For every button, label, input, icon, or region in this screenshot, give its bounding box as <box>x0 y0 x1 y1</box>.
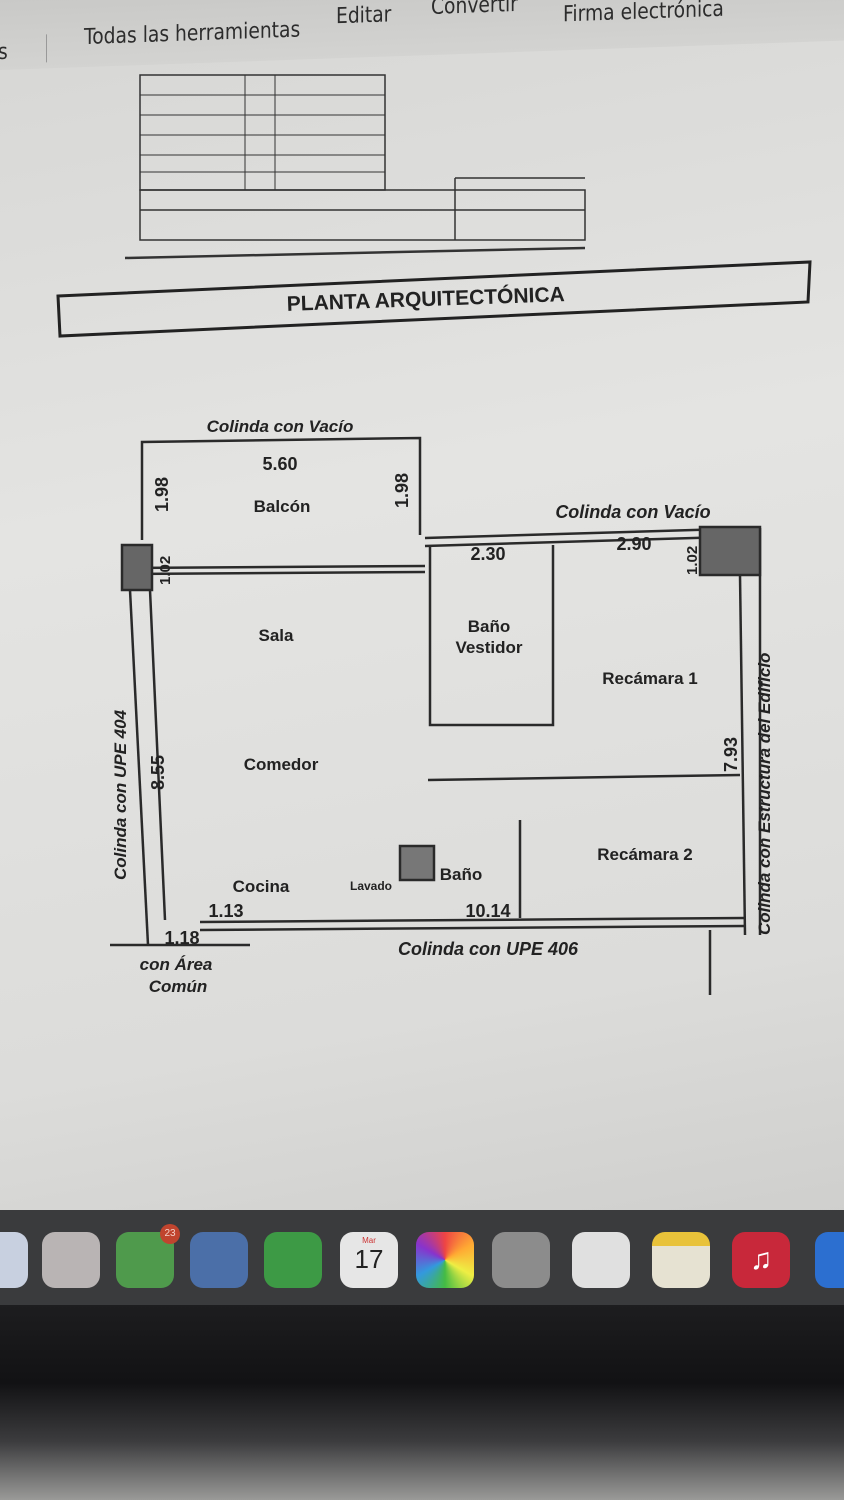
room-bano: Baño <box>440 865 483 884</box>
dock-app-messages[interactable]: 23 <box>116 1224 180 1288</box>
dim-7-93: 7.93 <box>721 737 741 772</box>
dim-5-60: 5.60 <box>262 454 297 474</box>
dock-app-contacts[interactable] <box>492 1232 550 1288</box>
common-area-label-2: Común <box>149 977 208 996</box>
dim-1-98-right: 1.98 <box>392 473 412 508</box>
plan-title: PLANTA ARQUITECTÓNICA <box>286 282 565 316</box>
laptop-bezel <box>0 1305 844 1500</box>
top-boundary-label: Colinda con Vacío <box>207 417 354 436</box>
room-bano-vestidor-2: Vestidor <box>455 638 522 657</box>
dim-1-02: 1.02 <box>157 556 174 585</box>
room-recamara-1: Recámara 1 <box>602 669 697 688</box>
dock-app-app-store[interactable] <box>815 1232 844 1288</box>
dock-app-outlook[interactable] <box>190 1232 248 1288</box>
dim-1-13: 1.13 <box>208 901 243 921</box>
right-boundary-label: Colinda con Estructura del Edificio <box>755 653 774 935</box>
messages-badge: 23 <box>160 1224 180 1244</box>
room-bano-vestidor-1: Baño <box>468 617 511 636</box>
dock-app-photos[interactable] <box>416 1232 474 1288</box>
dock-app-reminders[interactable] <box>572 1232 630 1288</box>
dim-1-02-right: 1.02 <box>684 546 701 575</box>
floor-plan: PLANTA ARQUITECTÓNICA Colinda con Vacío … <box>56 74 812 996</box>
dock-app-calendar[interactable]: Mar 17 <box>340 1232 398 1288</box>
building-elevation <box>124 74 586 260</box>
dock-app-finder[interactable] <box>0 1232 28 1288</box>
room-recamara-2: Recámara 2 <box>597 845 692 864</box>
bottom-boundary-label: Colinda con UPE 406 <box>398 939 579 959</box>
right-top-boundary-label: Colinda con Vacío <box>555 502 710 522</box>
dock-app-facetime[interactable] <box>264 1232 322 1288</box>
menu-firma-electronica[interactable]: Firma electrónica <box>563 0 724 28</box>
menu-editar[interactable]: Editar <box>336 2 392 30</box>
dock-app-notes[interactable] <box>652 1232 710 1288</box>
dock-app-music[interactable]: ♫ <box>732 1232 790 1288</box>
walls <box>110 436 762 995</box>
dim-10-14: 10.14 <box>465 901 510 921</box>
calendar-day: 17 <box>354 1244 384 1274</box>
dock-app-launchpad[interactable] <box>42 1232 100 1288</box>
room-comedor: Comedor <box>244 755 319 774</box>
room-cocina: Cocina <box>233 877 290 896</box>
divider <box>46 34 47 63</box>
pdf-page: PLANTA ARQUITECTÓNICA Colinda con Vacío … <box>0 60 844 1200</box>
calendar-month: Mar <box>362 1236 376 1245</box>
room-sala: Sala <box>259 626 295 645</box>
room-balcon: Balcón <box>254 497 311 516</box>
title-box: PLANTA ARQUITECTÓNICA <box>56 260 812 338</box>
dock: 23 Mar 17 ♫ <box>0 1210 844 1305</box>
screen: s Todas las herramientas Editar Converti… <box>0 0 844 1215</box>
dim-2-90: 2.90 <box>616 534 651 554</box>
left-boundary-label: Colinda con UPE 404 <box>111 709 130 880</box>
dim-1-98-left: 1.98 <box>152 477 172 512</box>
dimensions: 5.60 1.98 1.98 1.02 2.30 2.90 1.02 8.55 … <box>148 454 741 948</box>
dim-2-30: 2.30 <box>470 544 505 564</box>
dim-8-55: 8.55 <box>148 755 168 790</box>
room-lavado: Lavado <box>350 879 392 893</box>
menu-convertir[interactable]: Convertir <box>431 0 518 20</box>
plan-labels: Colinda con Vacío Colinda con Vacío Coli… <box>111 417 774 996</box>
dim-1-18: 1.18 <box>164 928 199 948</box>
menu-todas-herramientas[interactable]: Todas las herramientas <box>84 17 301 51</box>
common-area-label-1: con Área <box>140 955 213 974</box>
